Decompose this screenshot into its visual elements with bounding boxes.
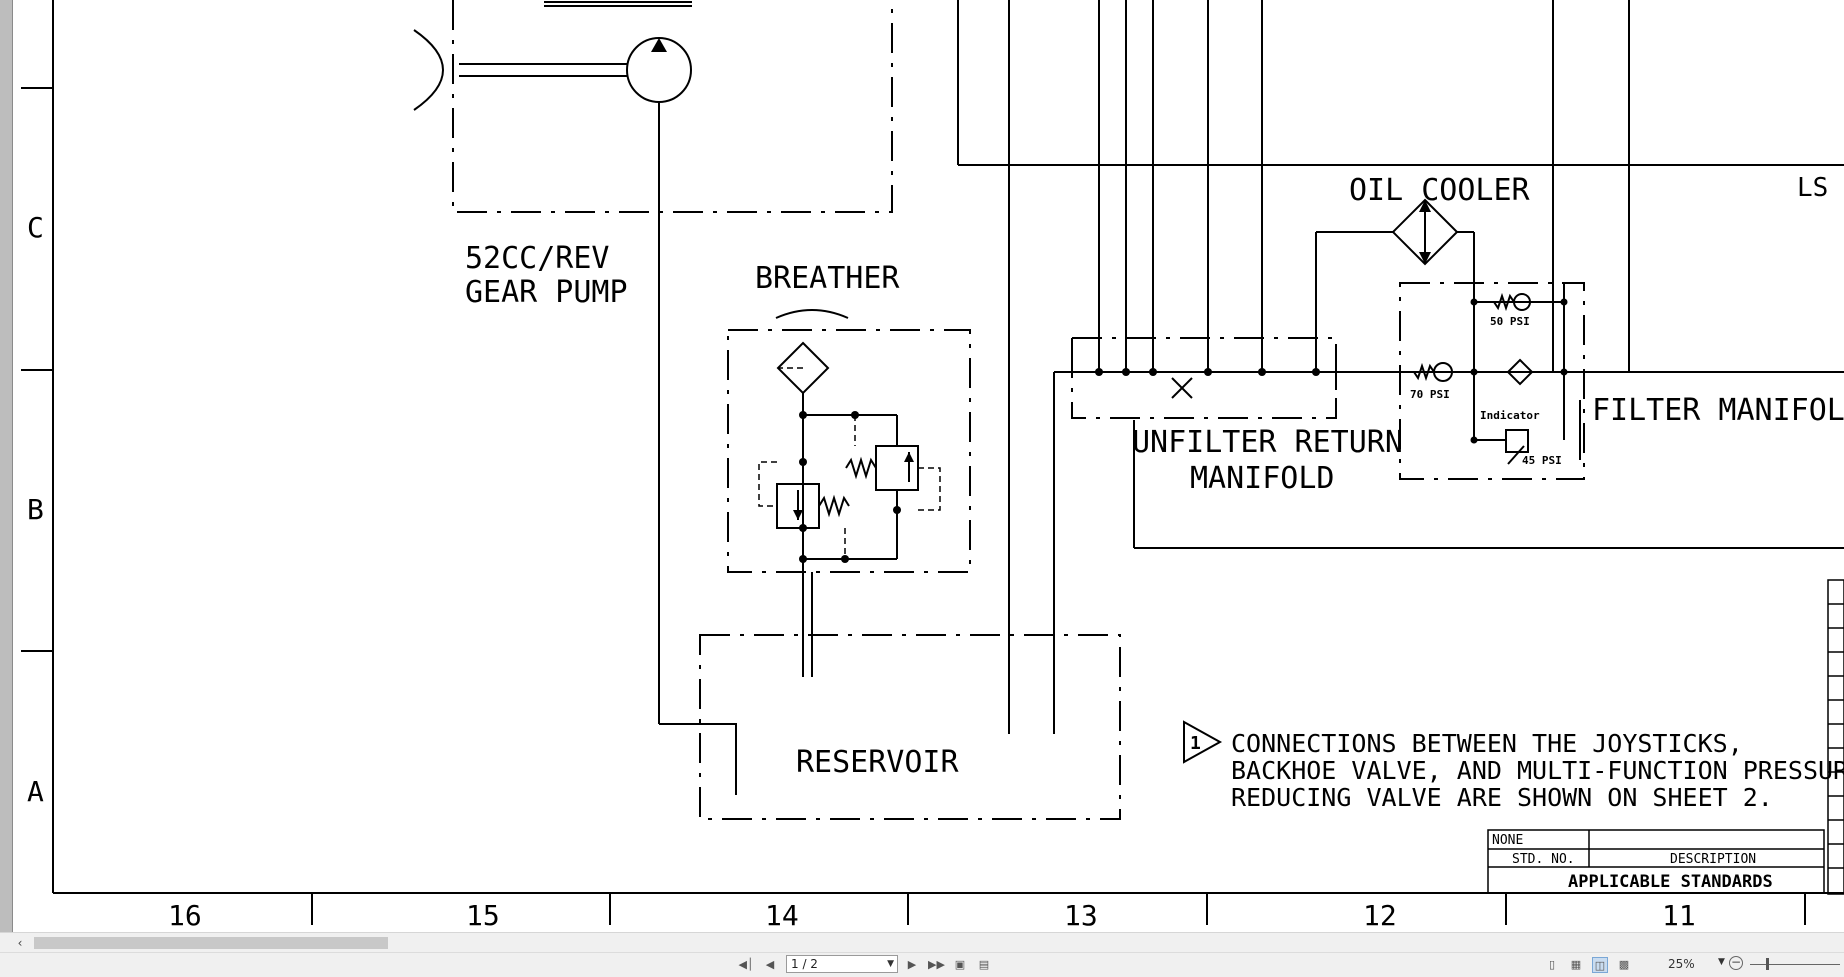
two-page-continuous-icon[interactable]: ▩ (1618, 958, 1630, 971)
zoom-dropdown-icon[interactable]: ▼ (1718, 957, 1725, 967)
column-label-13: 13 (1064, 899, 1098, 932)
column-label-12: 12 (1363, 899, 1397, 932)
fit-width-icon[interactable]: ▤ (978, 958, 990, 971)
chevron-down-icon: ▼ (887, 959, 894, 969)
note-line-2: BACKHOE VALVE, AND MULTI-FUNCTION PRESSU… (1231, 756, 1844, 785)
page-indicator: 1 / 2 (791, 957, 818, 971)
continuous-view-icon[interactable]: ▦ (1570, 958, 1582, 971)
scrollbar-thumb[interactable] (34, 937, 388, 949)
two-page-view-icon[interactable]: ◫ (1592, 957, 1608, 973)
pump-label-line1: 52CC/REV (465, 241, 610, 276)
psi-50-label: 50 PSI (1490, 315, 1530, 328)
ls-label: LS (1797, 173, 1828, 203)
last-page-icon[interactable]: ▶▶ (928, 958, 945, 971)
psi-70-label: 70 PSI (1410, 388, 1450, 401)
left-panel-splitter[interactable] (0, 0, 13, 940)
table-none: NONE (1492, 833, 1523, 848)
zoom-slider-track[interactable] (1750, 964, 1840, 965)
unfilter-label-line2: MANIFOLD (1190, 461, 1335, 496)
row-label-a: A (27, 775, 44, 808)
single-page-view-icon[interactable]: ▯ (1548, 958, 1556, 971)
reservoir-label: RESERVOIR (796, 745, 959, 780)
table-title: APPLICABLE STANDARDS (1568, 872, 1773, 892)
scroll-left-icon[interactable]: ‹ (17, 936, 23, 950)
pump-label-line2: GEAR PUMP (465, 275, 628, 310)
note-number: 1 (1190, 733, 1201, 754)
page-select[interactable]: 1 / 2 ▼ (786, 955, 898, 973)
schematic-drawing: C B A 16 15 14 13 12 11 52CC/REV GEAR PU… (21, 0, 1844, 932)
column-label-15: 15 (466, 899, 500, 932)
breather-label: BREATHER (755, 261, 900, 296)
column-label-16: 16 (168, 899, 202, 932)
zoom-out-icon[interactable]: − (1729, 955, 1743, 970)
unfilter-label-line1: UNFILTER RETURN (1132, 425, 1403, 460)
fit-page-icon[interactable]: ▣ (954, 958, 966, 971)
note-line-3: REDUCING VALVE ARE SHOWN ON SHEET 2. (1231, 783, 1773, 812)
table-std-no: STD. NO. (1512, 852, 1575, 867)
row-label-b: B (27, 493, 44, 526)
status-bar: ◀│ ◀ 1 / 2 ▼ ▶ ▶▶ ▣ ▤ ▯ ▦ ◫ ▩ 25% ▼ − (0, 952, 1844, 977)
column-label-14: 14 (765, 899, 799, 932)
next-page-icon[interactable]: ▶ (907, 958, 917, 971)
horizontal-scrollbar[interactable]: ‹ (0, 932, 1844, 953)
psi-45-label: 45 PSI (1522, 454, 1562, 467)
row-label-c: C (27, 211, 44, 244)
oil-cooler-label: OIL COOLER (1349, 173, 1531, 208)
table-description: DESCRIPTION (1670, 852, 1756, 867)
indicator-label: Indicator (1480, 409, 1540, 422)
previous-page-icon[interactable]: ◀ (765, 958, 775, 971)
note-line-1: CONNECTIONS BETWEEN THE JOYSTICKS, (1231, 729, 1743, 758)
filter-manifold-label: FILTER MANIFOL (1592, 393, 1844, 428)
zoom-slider-thumb[interactable] (1766, 958, 1769, 970)
column-label-11: 11 (1662, 899, 1696, 932)
zoom-level[interactable]: 25% (1668, 957, 1695, 971)
first-page-icon[interactable]: ◀│ (738, 958, 754, 971)
